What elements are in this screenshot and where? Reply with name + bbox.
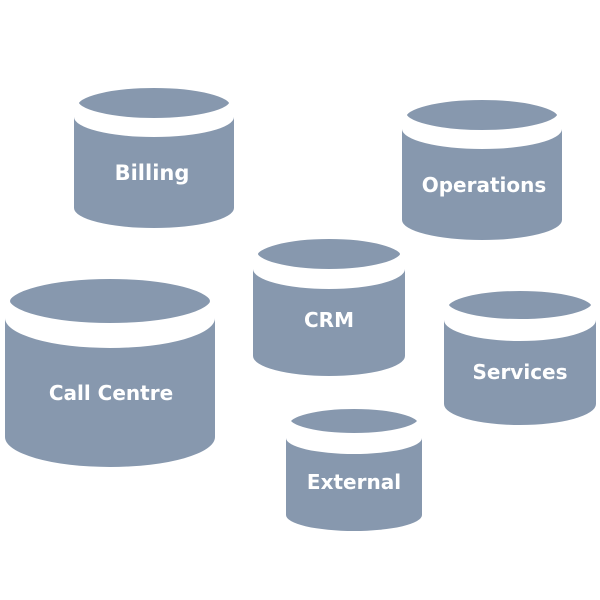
database-label-external: External (307, 470, 401, 494)
cylinder-body (5, 318, 215, 467)
database-external: External (281, 399, 427, 531)
cylinder-body (74, 117, 234, 228)
database-label-operations: Operations (422, 173, 547, 197)
database-label-crm: CRM (304, 308, 354, 332)
cylinder-top (69, 78, 239, 128)
database-crm: CRM (248, 229, 410, 376)
database-operations: Operations (397, 90, 567, 240)
database-call-centre: Call Centre (0, 269, 220, 467)
cylinder-top (397, 90, 567, 140)
database-billing: Billing (69, 78, 239, 228)
database-label-billing: Billing (115, 161, 190, 185)
cylinder-body (402, 129, 562, 240)
cylinder-top (248, 229, 410, 279)
cylinder-top (439, 281, 600, 329)
database-services: Services (439, 281, 600, 425)
database-label-services: Services (472, 360, 567, 384)
cylinder-body (444, 320, 596, 425)
database-label-call-centre: Call Centre (49, 381, 173, 405)
cylinder-top (0, 269, 220, 333)
cylinder-body (286, 438, 422, 531)
cylinder-top (281, 399, 427, 443)
cylinder-body (253, 269, 405, 376)
